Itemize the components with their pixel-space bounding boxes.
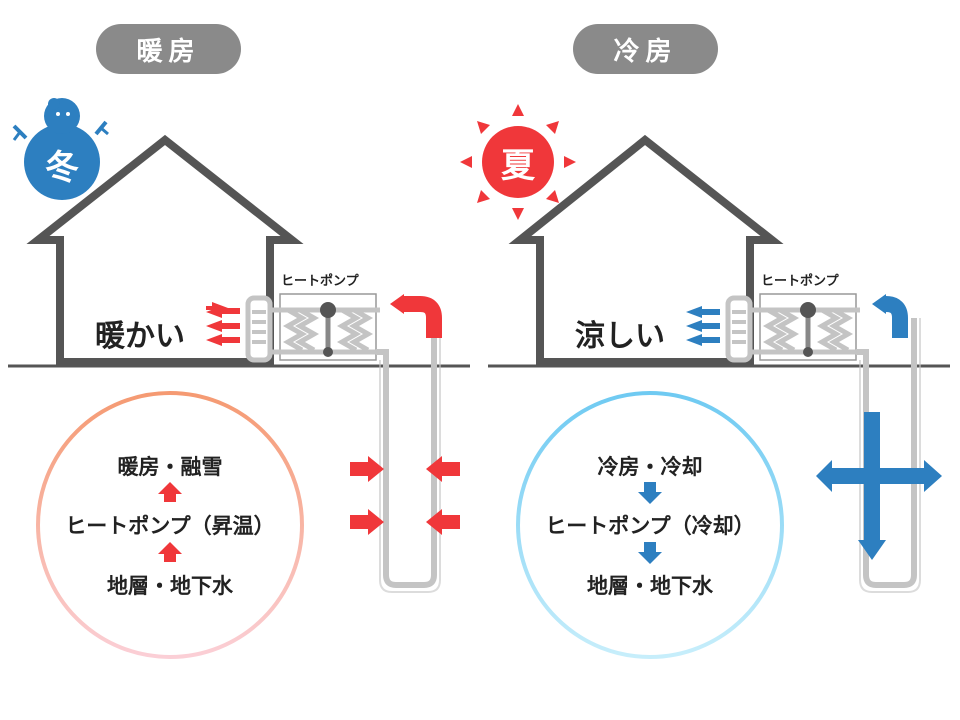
indoor-label-cooling: 涼しい (575, 319, 665, 354)
sun-icon (460, 104, 576, 220)
warm-air-arrows (206, 302, 240, 346)
season-badge-winter: 冬 (45, 147, 79, 188)
compressor-dot-heating (320, 302, 336, 318)
compressor-dot-cooling (800, 302, 816, 318)
radiator-coil-heating (245, 295, 273, 363)
cycle-down-arrows (638, 482, 662, 564)
cycle-circle-heating (36, 391, 304, 659)
valve-dot-heating (323, 347, 333, 357)
indoor-label-heating: 暖かい (95, 319, 185, 354)
cool-pipe-elbow (884, 296, 908, 338)
cycle-bottom-heating: 地層・地下水 (107, 574, 233, 598)
hot-pipe-elbow (404, 296, 442, 338)
title-heating: 暖房 (96, 24, 241, 74)
cycle-top-cooling: 冷房・冷却 (597, 455, 703, 479)
title-cooling: 冷房 (573, 24, 718, 74)
cycle-top-heating: 暖房・融雪 (117, 455, 223, 479)
ground-heat-arrows (350, 456, 460, 535)
ground-loop-pipe-heating (376, 318, 437, 588)
cycle-middle-heating: ヒートポンプ（昇温） (65, 514, 275, 538)
season-badge-summer: 夏 (501, 145, 535, 186)
heat-pump-label-cooling: ヒートポンプ (761, 274, 839, 289)
cycle-up-arrows (158, 482, 182, 562)
cycle-bottom-cooling: 地層・地下水 (587, 574, 713, 598)
cycle-middle-cooling: ヒートポンプ（冷却） (545, 514, 755, 538)
snowman-icon (12, 98, 109, 200)
valve-dot-cooling (803, 347, 813, 357)
ground-loop-pipe-cooling (856, 318, 917, 588)
radiator-coil-cooling (725, 295, 753, 363)
cool-air-arrows (686, 306, 720, 346)
cycle-circle-cooling (516, 391, 784, 659)
heat-pump-label-heating: ヒートポンプ (281, 274, 359, 289)
heat-dispersion-arrows (816, 412, 942, 560)
